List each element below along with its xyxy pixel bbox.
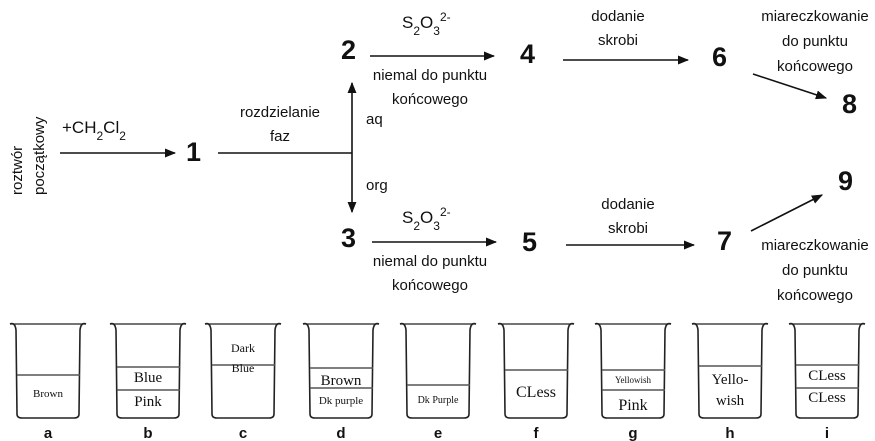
- start-label-line1: roztwór: [9, 146, 26, 195]
- beaker-letter: c: [239, 425, 247, 441]
- beaker-upper-text-2: wish: [716, 393, 745, 409]
- add-starch-upper-line2: skrobi: [598, 32, 638, 49]
- beaker-lower-text: Brown: [33, 388, 63, 400]
- beaker-outline: [594, 322, 672, 419]
- beaker-outline: [788, 322, 866, 419]
- org-label: org: [366, 177, 388, 194]
- thiosulfate-label-upper: S2O32-: [402, 10, 451, 38]
- beaker-e: Dk Purple e: [399, 322, 477, 441]
- beaker-outline: [302, 322, 380, 419]
- near-endpoint-lower-line1: niemal do punktu: [373, 253, 487, 270]
- beaker-upper-text-2: Blue: [232, 361, 255, 375]
- titration-lower-line1: miareczkowanie: [761, 237, 869, 254]
- beaker-letter: h: [725, 425, 734, 441]
- aq-label: aq: [366, 111, 383, 128]
- titration-lower-line3: końcowego: [777, 287, 853, 304]
- beaker-upper-text: CLess: [808, 368, 846, 384]
- beaker-letter: a: [44, 425, 53, 441]
- beaker-outline: [399, 322, 477, 419]
- node-8: 8: [842, 89, 857, 119]
- node-9: 9: [838, 166, 853, 196]
- beaker-lower-text: Pink: [618, 397, 647, 414]
- beaker-outline: [497, 322, 575, 419]
- beaker-letter: d: [336, 425, 345, 441]
- beaker-d: Brown Dk purple d: [302, 322, 380, 441]
- beaker-lower-text: Pink: [134, 394, 162, 410]
- svg-text:+CH2Cl2: +CH2Cl2: [62, 118, 126, 143]
- separation-label-line2: faz: [270, 128, 290, 145]
- near-endpoint-lower-line2: końcowego: [392, 277, 468, 294]
- arrow-7-to-9: [750, 194, 823, 232]
- near-endpoint-upper-line1: niemal do punktu: [373, 67, 487, 84]
- titration-upper-line2: do punktu: [782, 33, 848, 50]
- node-4: 4: [520, 39, 535, 69]
- beaker-letter: g: [628, 425, 637, 441]
- beaker-upper-text: Yellowish: [615, 375, 652, 385]
- beaker-letter: e: [434, 425, 442, 441]
- beaker-lower-text: CLess: [808, 390, 846, 406]
- beaker-outline: [109, 322, 187, 419]
- svg-text:S2O32-: S2O32-: [402, 205, 451, 233]
- add-starch-lower-line1: dodanie: [601, 196, 654, 213]
- beaker-upper-text: Brown: [321, 373, 362, 389]
- node-5: 5: [522, 227, 537, 257]
- beaker-lower-text: Dk purple: [319, 395, 363, 407]
- titration-upper-line3: końcowego: [777, 58, 853, 75]
- titration-lower-line2: do punktu: [782, 262, 848, 279]
- add-starch-upper-line1: dodanie: [591, 8, 644, 25]
- start-label-line2: początkowy: [31, 116, 48, 195]
- beaker-letter: f: [534, 425, 540, 441]
- node-2: 2: [341, 35, 356, 65]
- node-1: 1: [186, 137, 201, 167]
- beaker-outline: [691, 322, 769, 419]
- beaker-upper-text: Blue: [134, 370, 163, 386]
- titration-upper-line1: miareczkowanie: [761, 8, 869, 25]
- beaker-upper-text: Yello-: [712, 372, 749, 388]
- add-starch-lower-line2: skrobi: [608, 220, 648, 237]
- beaker-lower-text: Dk Purple: [418, 395, 459, 406]
- beaker-upper-text: Dark: [231, 341, 255, 355]
- beaker-h: Yello-wish h: [691, 322, 769, 441]
- beaker-outline: [9, 322, 87, 419]
- beaker-upper-text: CLess: [516, 384, 556, 401]
- beaker-a: Brown a: [9, 322, 87, 441]
- dichloromethane-label: +CH2Cl2: [62, 118, 126, 143]
- beaker-outline: [204, 322, 282, 419]
- near-endpoint-upper-line2: końcowego: [392, 91, 468, 108]
- svg-text:S2O32-: S2O32-: [402, 10, 451, 38]
- separation-label-line1: rozdzielanie: [240, 104, 320, 121]
- beaker-letter: b: [143, 425, 152, 441]
- beaker-f: CLess f: [497, 322, 575, 441]
- node-7: 7: [717, 226, 732, 256]
- arrow-6-to-8: [752, 73, 828, 100]
- thiosulfate-label-lower: S2O32-: [402, 205, 451, 233]
- node-3: 3: [341, 223, 356, 253]
- beaker-letter: i: [825, 425, 829, 441]
- node-6: 6: [712, 42, 727, 72]
